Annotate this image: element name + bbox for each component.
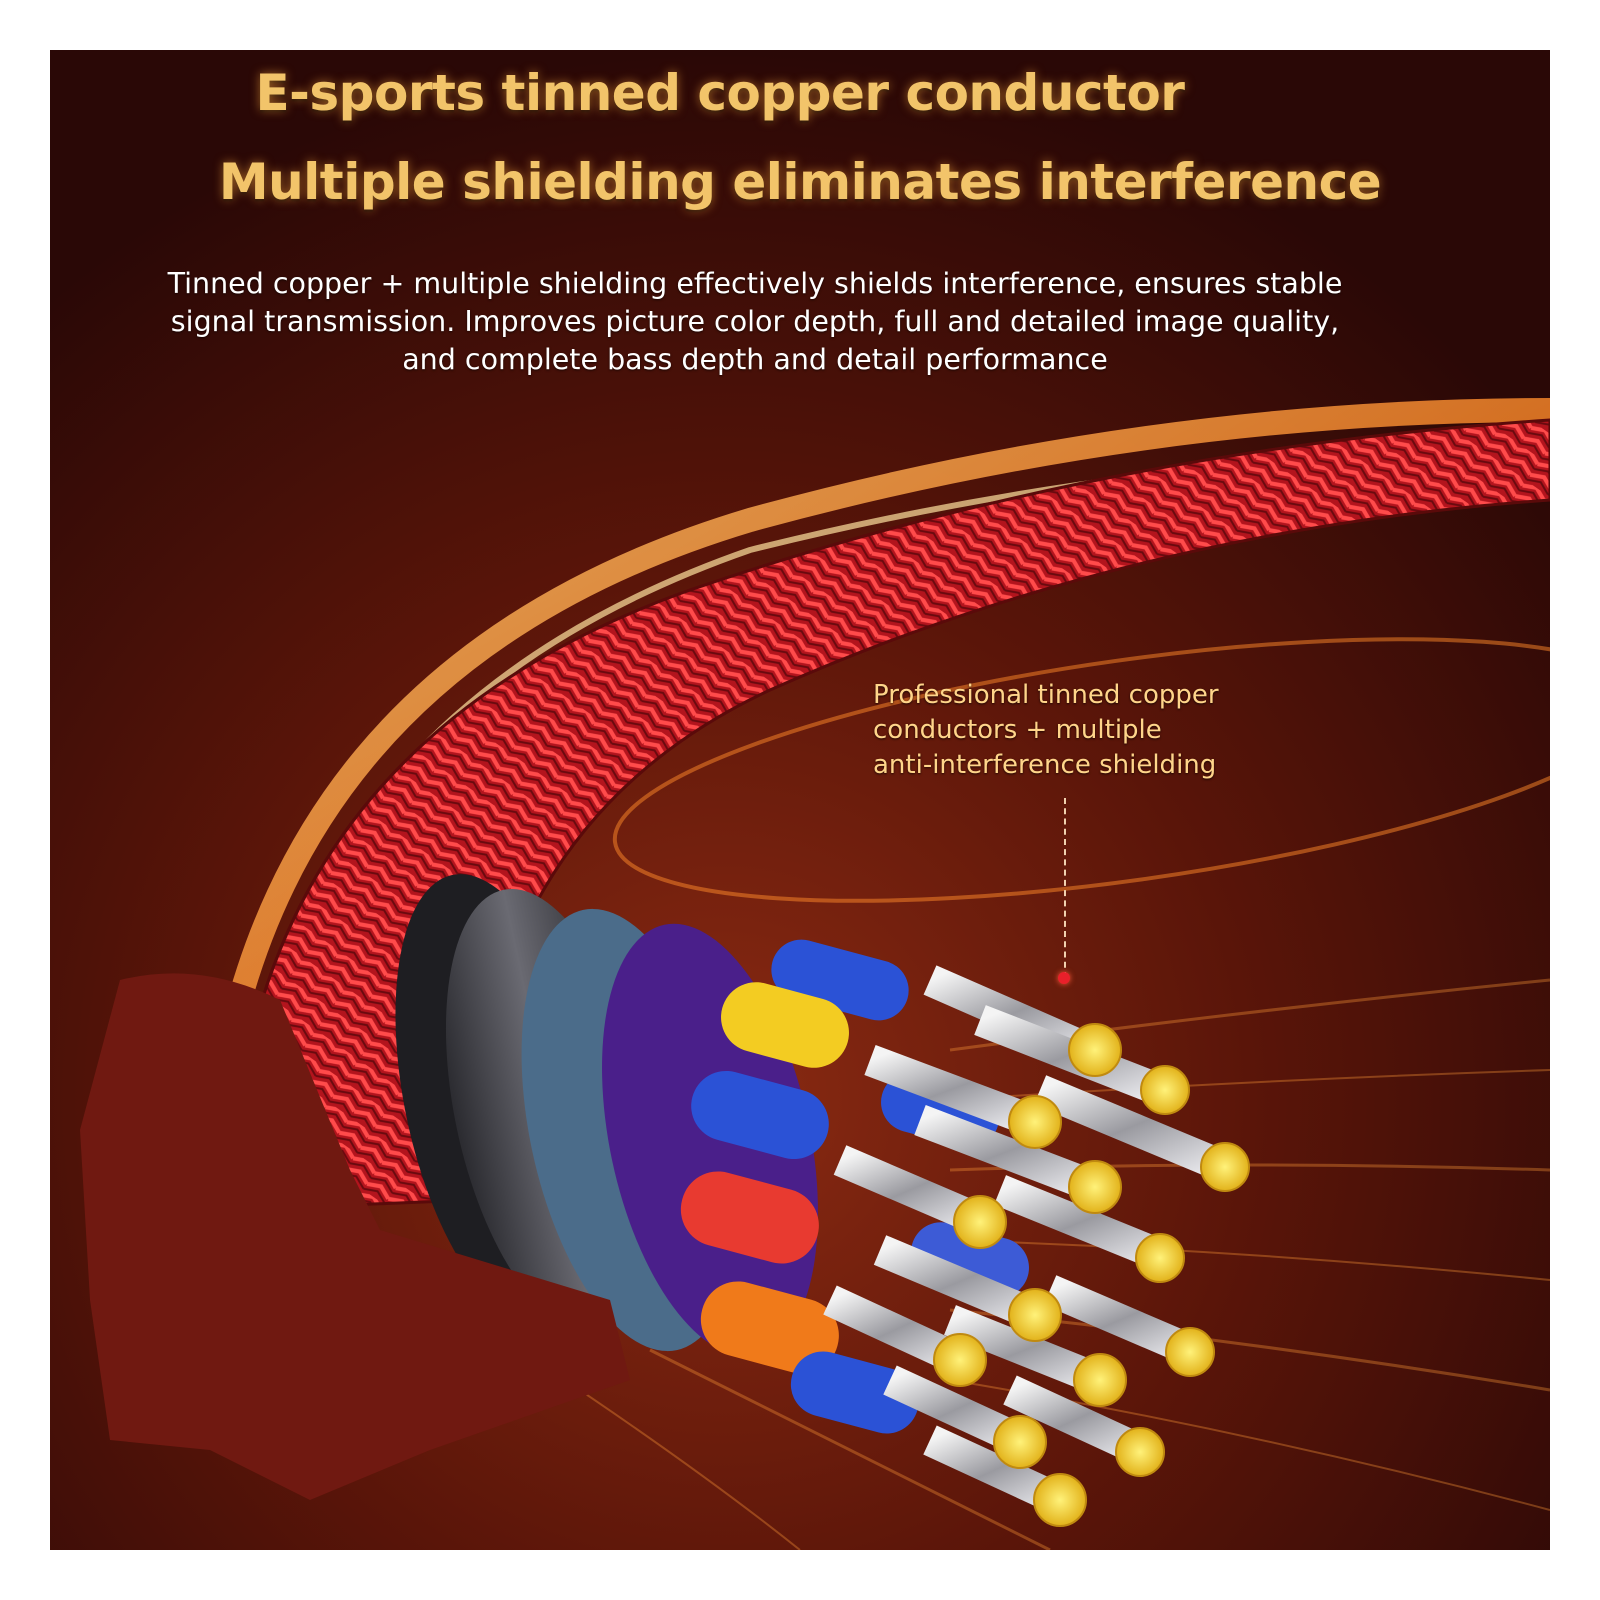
callout-line-3: anti-interference shielding [873,750,1217,780]
description-line-3: and complete bass depth and detail perfo… [402,343,1108,376]
cable-illustration-icon [50,50,1550,1550]
product-banner: E-sports tinned copper conductor Multipl… [50,50,1550,1550]
callout-pointer-dot-icon [1058,972,1070,984]
description-line-1: Tinned copper + multiple shielding effec… [167,267,1343,300]
callout-line-1: Professional tinned copper [873,680,1219,710]
headline-line-2: Multiple shielding eliminates interferen… [218,153,1382,211]
feature-description: Tinned copper + multiple shielding effec… [90,265,1420,379]
headline-line-1: E-sports tinned copper conductor [255,64,1185,122]
conductor-callout: Professional tinned copper conductors + … [873,678,1353,783]
description-line-2: signal transmission. Improves picture co… [170,305,1340,338]
callout-line-2: conductors + multiple [873,715,1162,745]
callout-leader-line [1064,798,1066,978]
